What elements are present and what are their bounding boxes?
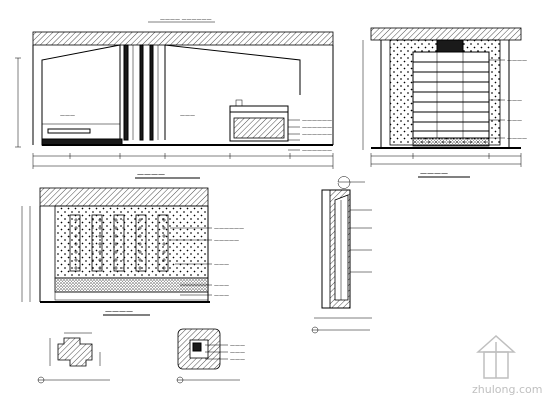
elevation-2: ———— ——— ——— ———— ———— — [362, 27, 527, 178]
note-text: ————— — [214, 238, 239, 244]
width-dimension — [32, 153, 334, 169]
note-text: ——— — [214, 262, 229, 268]
plan-detail-1 — [37, 332, 110, 384]
right-panel-outline — [164, 44, 301, 140]
pillar-inner — [192, 342, 202, 352]
section-detail — [311, 176, 372, 334]
note-text: —————— — [302, 132, 332, 138]
door-threshold — [412, 137, 490, 147]
slatted-door — [412, 51, 490, 139]
watermark-text: zhulong.com — [472, 383, 542, 396]
bench — [47, 128, 91, 134]
note-text: ——— — [214, 293, 229, 299]
note-text: ——— — [214, 283, 229, 289]
desk-lamp — [235, 99, 243, 107]
column-stripe-1 — [123, 44, 129, 141]
note-text: ———— — [507, 58, 527, 64]
detail-marker — [337, 176, 351, 189]
elevation-1: ———— —————— —————— —————— —————— —————— … — [15, 17, 334, 179]
low-panel — [41, 123, 121, 140]
leader-lines — [350, 209, 372, 273]
note-text: ——— — [230, 357, 245, 363]
ceiling-band — [32, 31, 334, 46]
skirting — [54, 291, 209, 301]
leader-lines — [288, 119, 300, 151]
door-slats — [413, 52, 489, 138]
column-stripe-3 — [149, 44, 154, 141]
drawing-title: ———— — [137, 170, 165, 178]
ornament-grid — [69, 214, 169, 272]
leader-lines — [170, 227, 212, 296]
leader-lines — [489, 59, 505, 139]
note-text: ———— —————— — [160, 17, 212, 23]
width-dimension — [370, 153, 522, 167]
note-text: ——— — [507, 118, 522, 124]
leader-lines — [205, 344, 228, 360]
section-wedge — [334, 194, 349, 301]
plan-detail-2: ——— ——— ——— — [176, 328, 245, 384]
door-header — [436, 39, 464, 53]
panel-label: ——— — [180, 113, 195, 119]
note-text: —————— — [302, 118, 332, 124]
column-plan — [57, 337, 93, 367]
note-text: —————— — [214, 226, 244, 232]
note-text: ——— — [230, 350, 245, 356]
note-text: ———— — [507, 136, 527, 142]
left-panel-outline — [41, 44, 121, 145]
reception-desk — [229, 105, 289, 142]
drawing-title: ———— — [420, 169, 448, 177]
note-text: ——— — [230, 343, 245, 349]
drawing-title: ———— — [105, 307, 133, 315]
feature-wall — [54, 205, 209, 279]
watermark: zhulong.com — [472, 334, 542, 396]
ceiling-band — [370, 27, 522, 41]
building-logo-icon — [476, 334, 516, 379]
desk-front — [233, 117, 285, 139]
note-text: —————— — [302, 125, 332, 131]
column-stripe-2 — [139, 44, 144, 141]
elevation-3: —————— ————— ——— ——— ——— ———— — [21, 187, 244, 316]
panel-label: ——— — [60, 113, 75, 119]
note-text: ——— — [507, 98, 522, 104]
note-text: —————— — [302, 148, 332, 154]
ceiling-band — [39, 187, 209, 207]
